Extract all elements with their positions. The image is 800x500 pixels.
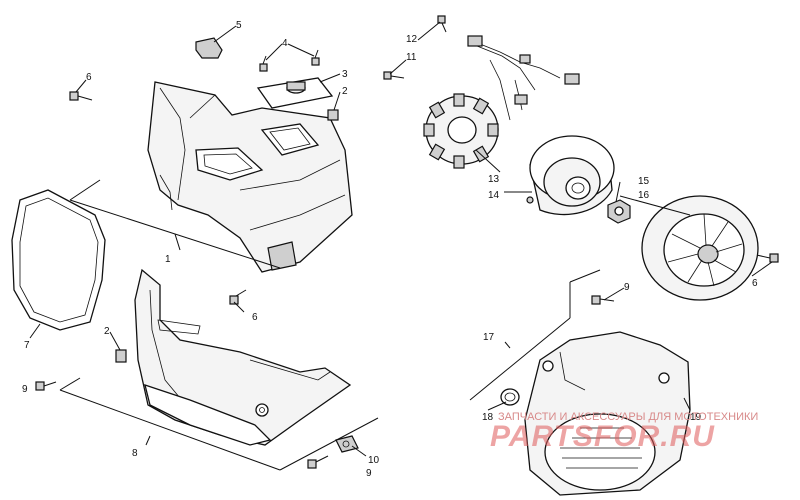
screw-part-6-middle — [229, 289, 247, 305]
stator-part-13 — [423, 93, 499, 169]
callout-11: 11 — [406, 52, 417, 63]
wiring-harness — [467, 35, 580, 121]
o-ring-part-18 — [500, 388, 520, 406]
callout-18: 18 — [482, 412, 494, 423]
callout-3: 3 — [342, 69, 348, 80]
screw-part-11 — [383, 71, 405, 80]
callout-17: 17 — [483, 332, 495, 343]
callout-2-lower: 2 — [104, 326, 110, 337]
callout-14: 14 — [488, 190, 500, 201]
cover-plate-part-3 — [256, 77, 334, 109]
callout-2-upper: 2 — [342, 86, 348, 97]
watermark-tagline: ЗАПЧАСТИ И АКСЕССУАРЫ ДЛЯ МОТОТЕХНИКИ — [498, 411, 758, 423]
callout-16: 16 — [638, 190, 650, 201]
nut-part-15 — [607, 199, 631, 224]
callout-5: 5 — [236, 20, 242, 31]
clip-part-2-lower — [115, 349, 127, 363]
callout-8: 8 — [132, 448, 138, 459]
callout-6-right: 6 — [752, 278, 758, 289]
leader-lines — [29, 21, 773, 471]
callout-labels: 1 2 2 3 4 5 6 6 6 7 8 9 9 9 10 11 12 13 … — [22, 20, 758, 479]
screw-part-6-top-left — [69, 91, 93, 101]
flywheel-part-14 — [526, 135, 615, 216]
screw-part-9-lower — [307, 455, 329, 469]
screw-part-12 — [437, 15, 447, 33]
clip-part-2-upper — [327, 109, 339, 121]
screws-part-4 — [259, 49, 320, 72]
upper-fan-shroud — [147, 81, 353, 273]
screw-part-9-right — [591, 295, 615, 305]
clamp-part-10 — [335, 435, 359, 453]
screw-part-9-left — [35, 381, 57, 391]
callout-13: 13 — [488, 174, 500, 185]
callout-4: 4 — [282, 38, 288, 49]
watermark: ЗАПЧАСТИ И АКСЕССУАРЫ ДЛЯ МОТОТЕХНИКИ PA… — [490, 411, 758, 453]
clip-part-5 — [195, 37, 223, 59]
callout-7: 7 — [24, 340, 30, 351]
watermark-brand: PARTSFOR.RU — [490, 420, 715, 453]
callout-1: 1 — [165, 254, 171, 265]
callout-15: 15 — [638, 176, 650, 187]
shroud-gasket — [11, 189, 106, 331]
callout-9-right: 9 — [624, 282, 630, 293]
callout-6-middle: 6 — [252, 312, 258, 323]
callout-6-top-left: 6 — [86, 72, 92, 83]
callout-10: 10 — [368, 455, 380, 466]
lower-fan-shroud — [134, 268, 352, 446]
callout-12: 12 — [406, 34, 418, 45]
fan-housing-part-17 — [524, 331, 691, 496]
callout-9-lower: 9 — [366, 468, 372, 479]
callout-19: 19 — [690, 412, 702, 423]
cooling-fan-part-16 — [641, 195, 759, 301]
callout-9-left: 9 — [22, 384, 28, 395]
